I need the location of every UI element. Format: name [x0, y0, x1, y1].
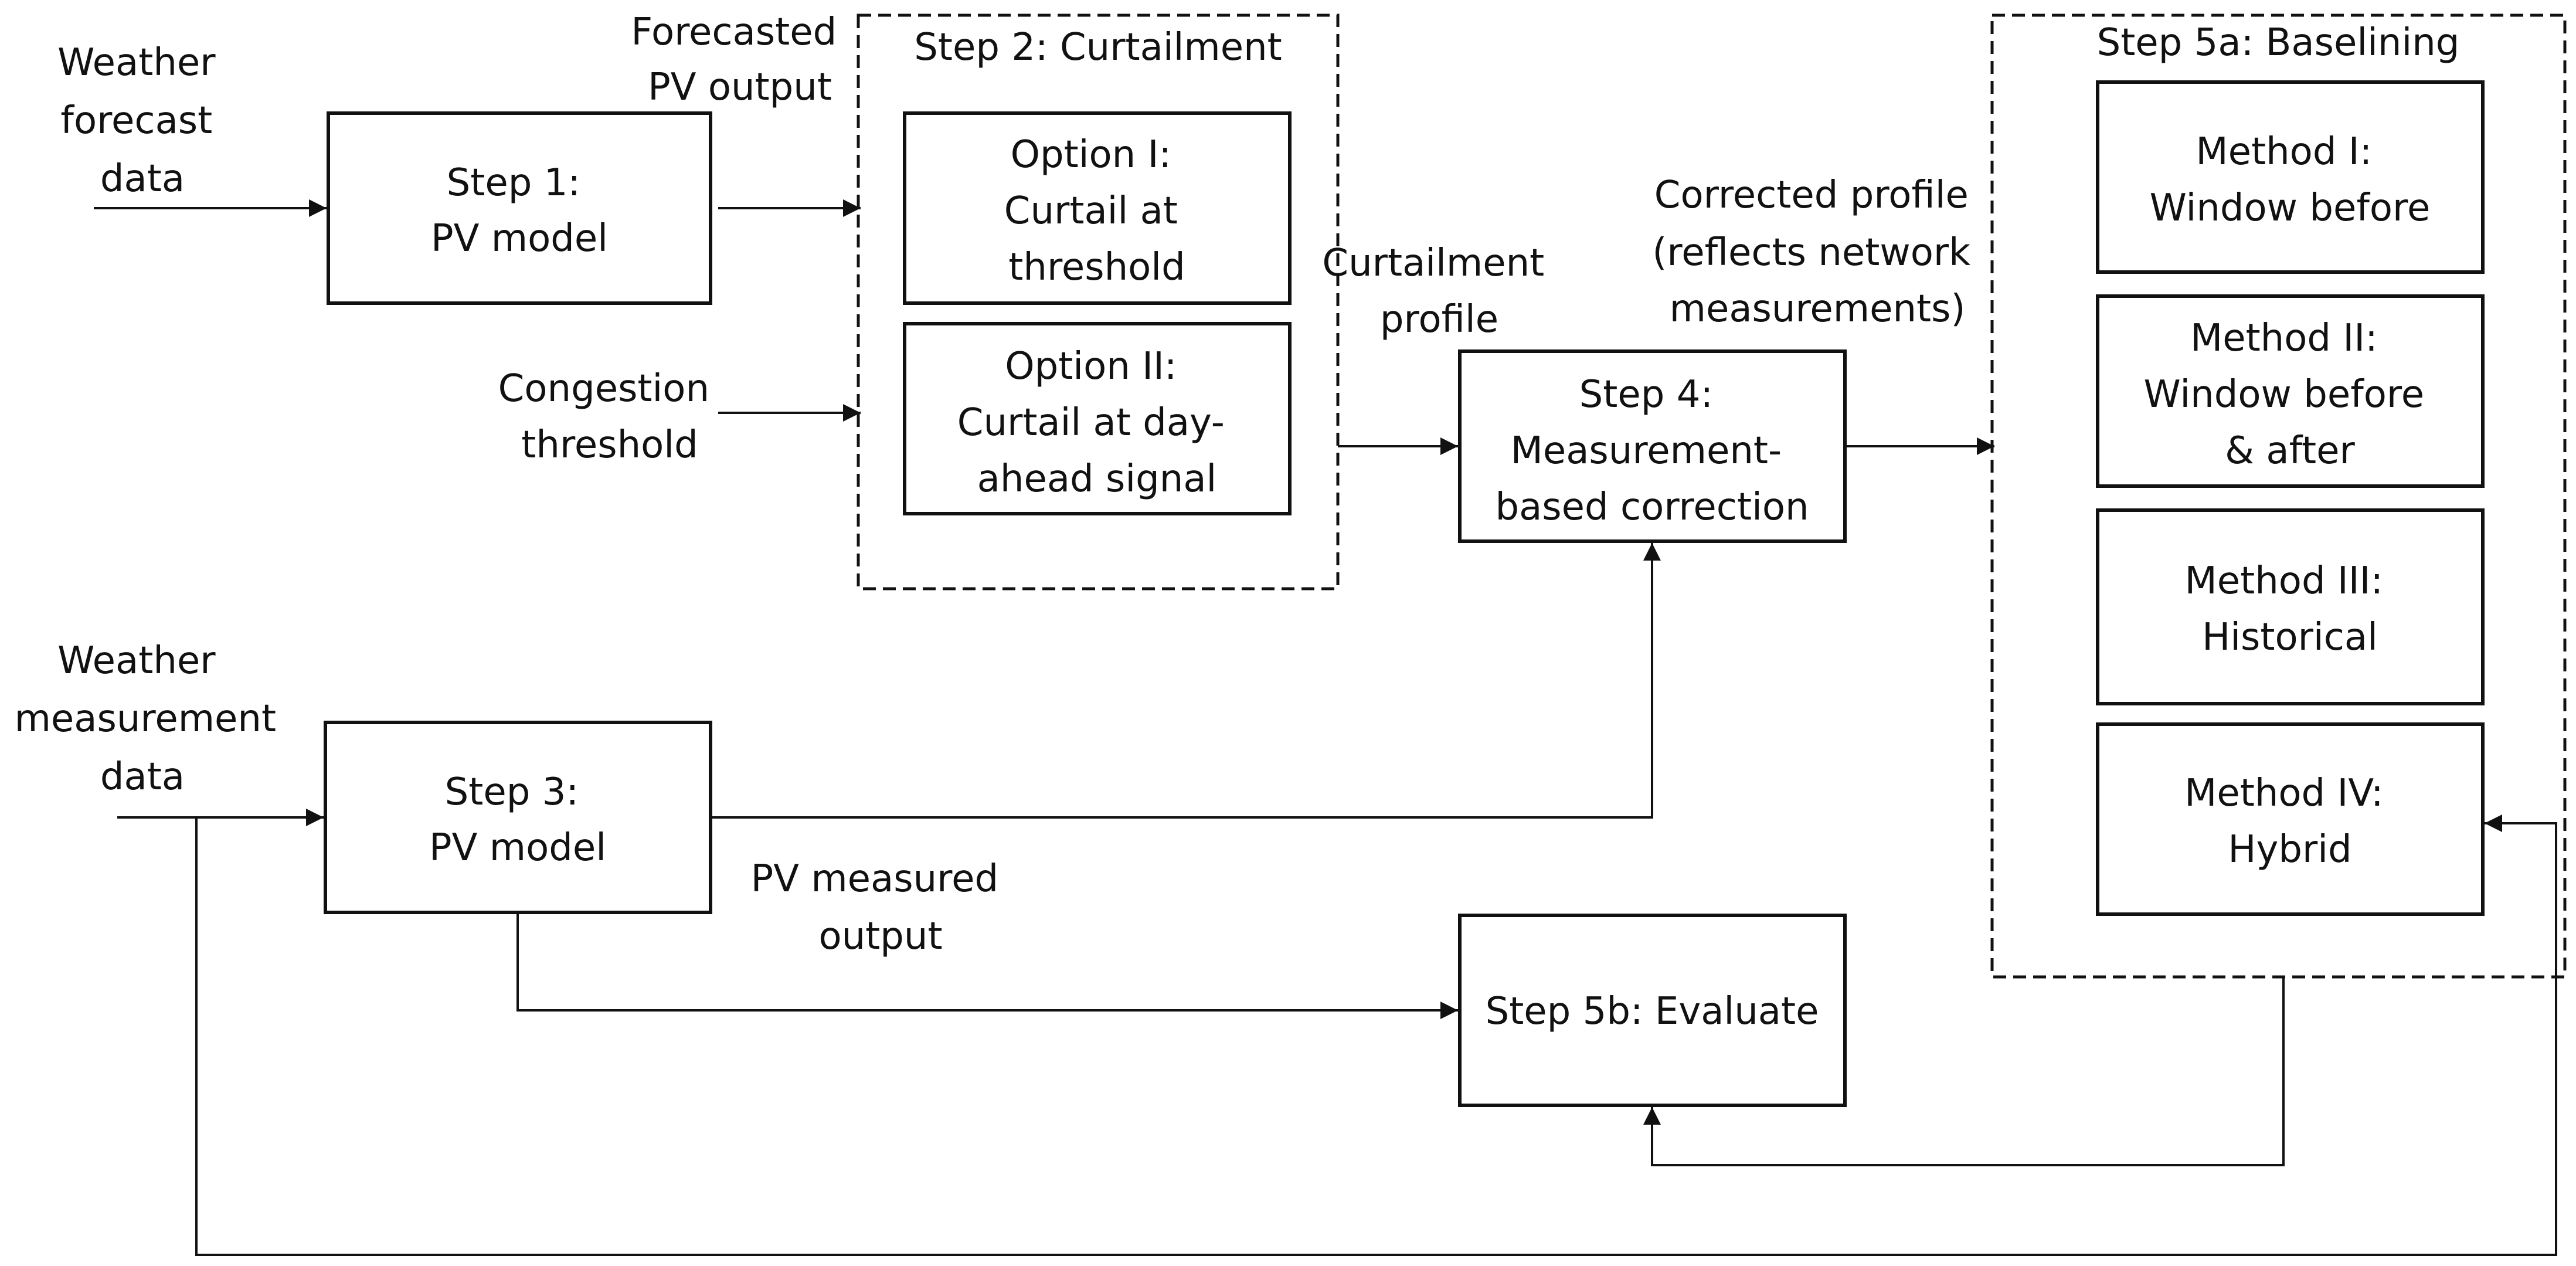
method2-text: Method II: Window before & after — [2144, 317, 2436, 473]
label-line: Hybrid — [2228, 828, 2351, 871]
congestion-threshold-label: Congestion threshold — [498, 367, 722, 467]
label-line: PV output — [648, 66, 832, 109]
label-line: Forecasted — [631, 11, 837, 54]
method4-box — [2096, 722, 2485, 916]
step5b-box — [1458, 914, 1847, 1107]
method1-text: Method I: Window before — [2150, 130, 2431, 230]
arrow-weather-measurement-to-method4 — [195, 814, 2557, 1256]
label-line: Method I: — [2196, 130, 2372, 174]
label-line: PV model — [431, 217, 608, 260]
arrow-step3-to-step4 — [711, 543, 1661, 819]
label-line: PV measured — [751, 857, 998, 901]
option2-text: Option II: Curtail at day- ahead signal — [957, 345, 1236, 501]
label-line: & after — [2225, 429, 2355, 473]
label-line: threshold — [1008, 246, 1185, 289]
label-line: Curtail at day- — [957, 401, 1225, 444]
label-line: based correction — [1495, 486, 1809, 529]
label-line: Weather — [57, 41, 216, 84]
label-line: Window before — [2144, 373, 2425, 416]
label-line: Congestion — [498, 367, 709, 410]
step1-text: Step 1: PV model — [431, 161, 608, 260]
baselining-group-title: Step 5a: Baselining — [2097, 21, 2460, 65]
arrow-step3-to-step5b — [516, 912, 1458, 1019]
label-line: Weather — [57, 639, 216, 683]
pv-measured-output-label: PV measured output — [751, 857, 1011, 958]
step5b-text: Step 5b: Evaluate — [1486, 990, 1819, 1033]
label-line: threshold — [521, 423, 698, 467]
option2-box — [903, 322, 1292, 515]
method3-text: Method III: Historical — [2185, 559, 2395, 659]
label-line: Step 3: — [445, 771, 579, 814]
label-line: ahead signal — [977, 457, 1217, 501]
step4-text: Step 4: Measurement- based correction — [1495, 373, 1809, 529]
label-line: PV model — [429, 826, 606, 870]
label-line: Method IV: — [2184, 772, 2383, 815]
label-line: Method III: — [2185, 559, 2384, 603]
label-line: output — [818, 915, 942, 958]
label-line: (reflects network — [1652, 231, 1970, 274]
label-line: Step 4: — [1579, 373, 1713, 416]
label-line: Method II: — [2190, 317, 2378, 360]
label-line: data — [100, 755, 185, 799]
label-line: measurement — [15, 697, 277, 741]
step1-box — [327, 111, 712, 305]
label-line: Historical — [2202, 616, 2378, 659]
label-line: Step 1: — [447, 161, 580, 205]
step3-box — [324, 721, 712, 914]
label-line: forecast — [60, 99, 212, 142]
label-line: Window before — [2150, 186, 2431, 230]
label-line: measurements) — [1670, 287, 1966, 331]
curtailment-group-frame — [857, 13, 1340, 590]
option1-text: Option I: Curtail at threshold — [1004, 133, 1190, 289]
option1-box — [903, 111, 1292, 305]
baselining-group-frame — [1990, 13, 2567, 979]
label-line: Curtail at — [1004, 189, 1178, 233]
curtailment-group-title: Step 2: Curtailment — [914, 26, 1282, 69]
label-line: Curtailment — [1322, 242, 1544, 285]
curtailment-profile-label: Curtailment profile — [1322, 242, 1556, 341]
method3-box — [2096, 508, 2485, 705]
method1-box — [2096, 80, 2485, 274]
forecasted-output-label: Forecasted PV output — [631, 11, 848, 109]
label-line: Measurement- — [1511, 429, 1782, 473]
label-line: Option II: — [1005, 345, 1177, 388]
label-line: data — [100, 157, 185, 201]
label-line: profile — [1380, 298, 1498, 341]
weather-forecast-label: Weather forecast data — [57, 41, 227, 201]
method4-text: Method IV: Hybrid — [2184, 772, 2395, 871]
method2-box — [2096, 294, 2485, 488]
arrow-baselining-to-step5b — [1643, 977, 2285, 1166]
label-line: Step 5b: Evaluate — [1486, 990, 1819, 1033]
label-line: Corrected profile — [1654, 174, 1969, 217]
label-line: Option I: — [1011, 133, 1171, 177]
weather-measurement-label: Weather measurement data — [15, 639, 288, 799]
corrected-profile-label: Corrected profile (reflects network meas… — [1652, 174, 1982, 331]
step3-text: Step 3: PV model — [429, 771, 606, 870]
